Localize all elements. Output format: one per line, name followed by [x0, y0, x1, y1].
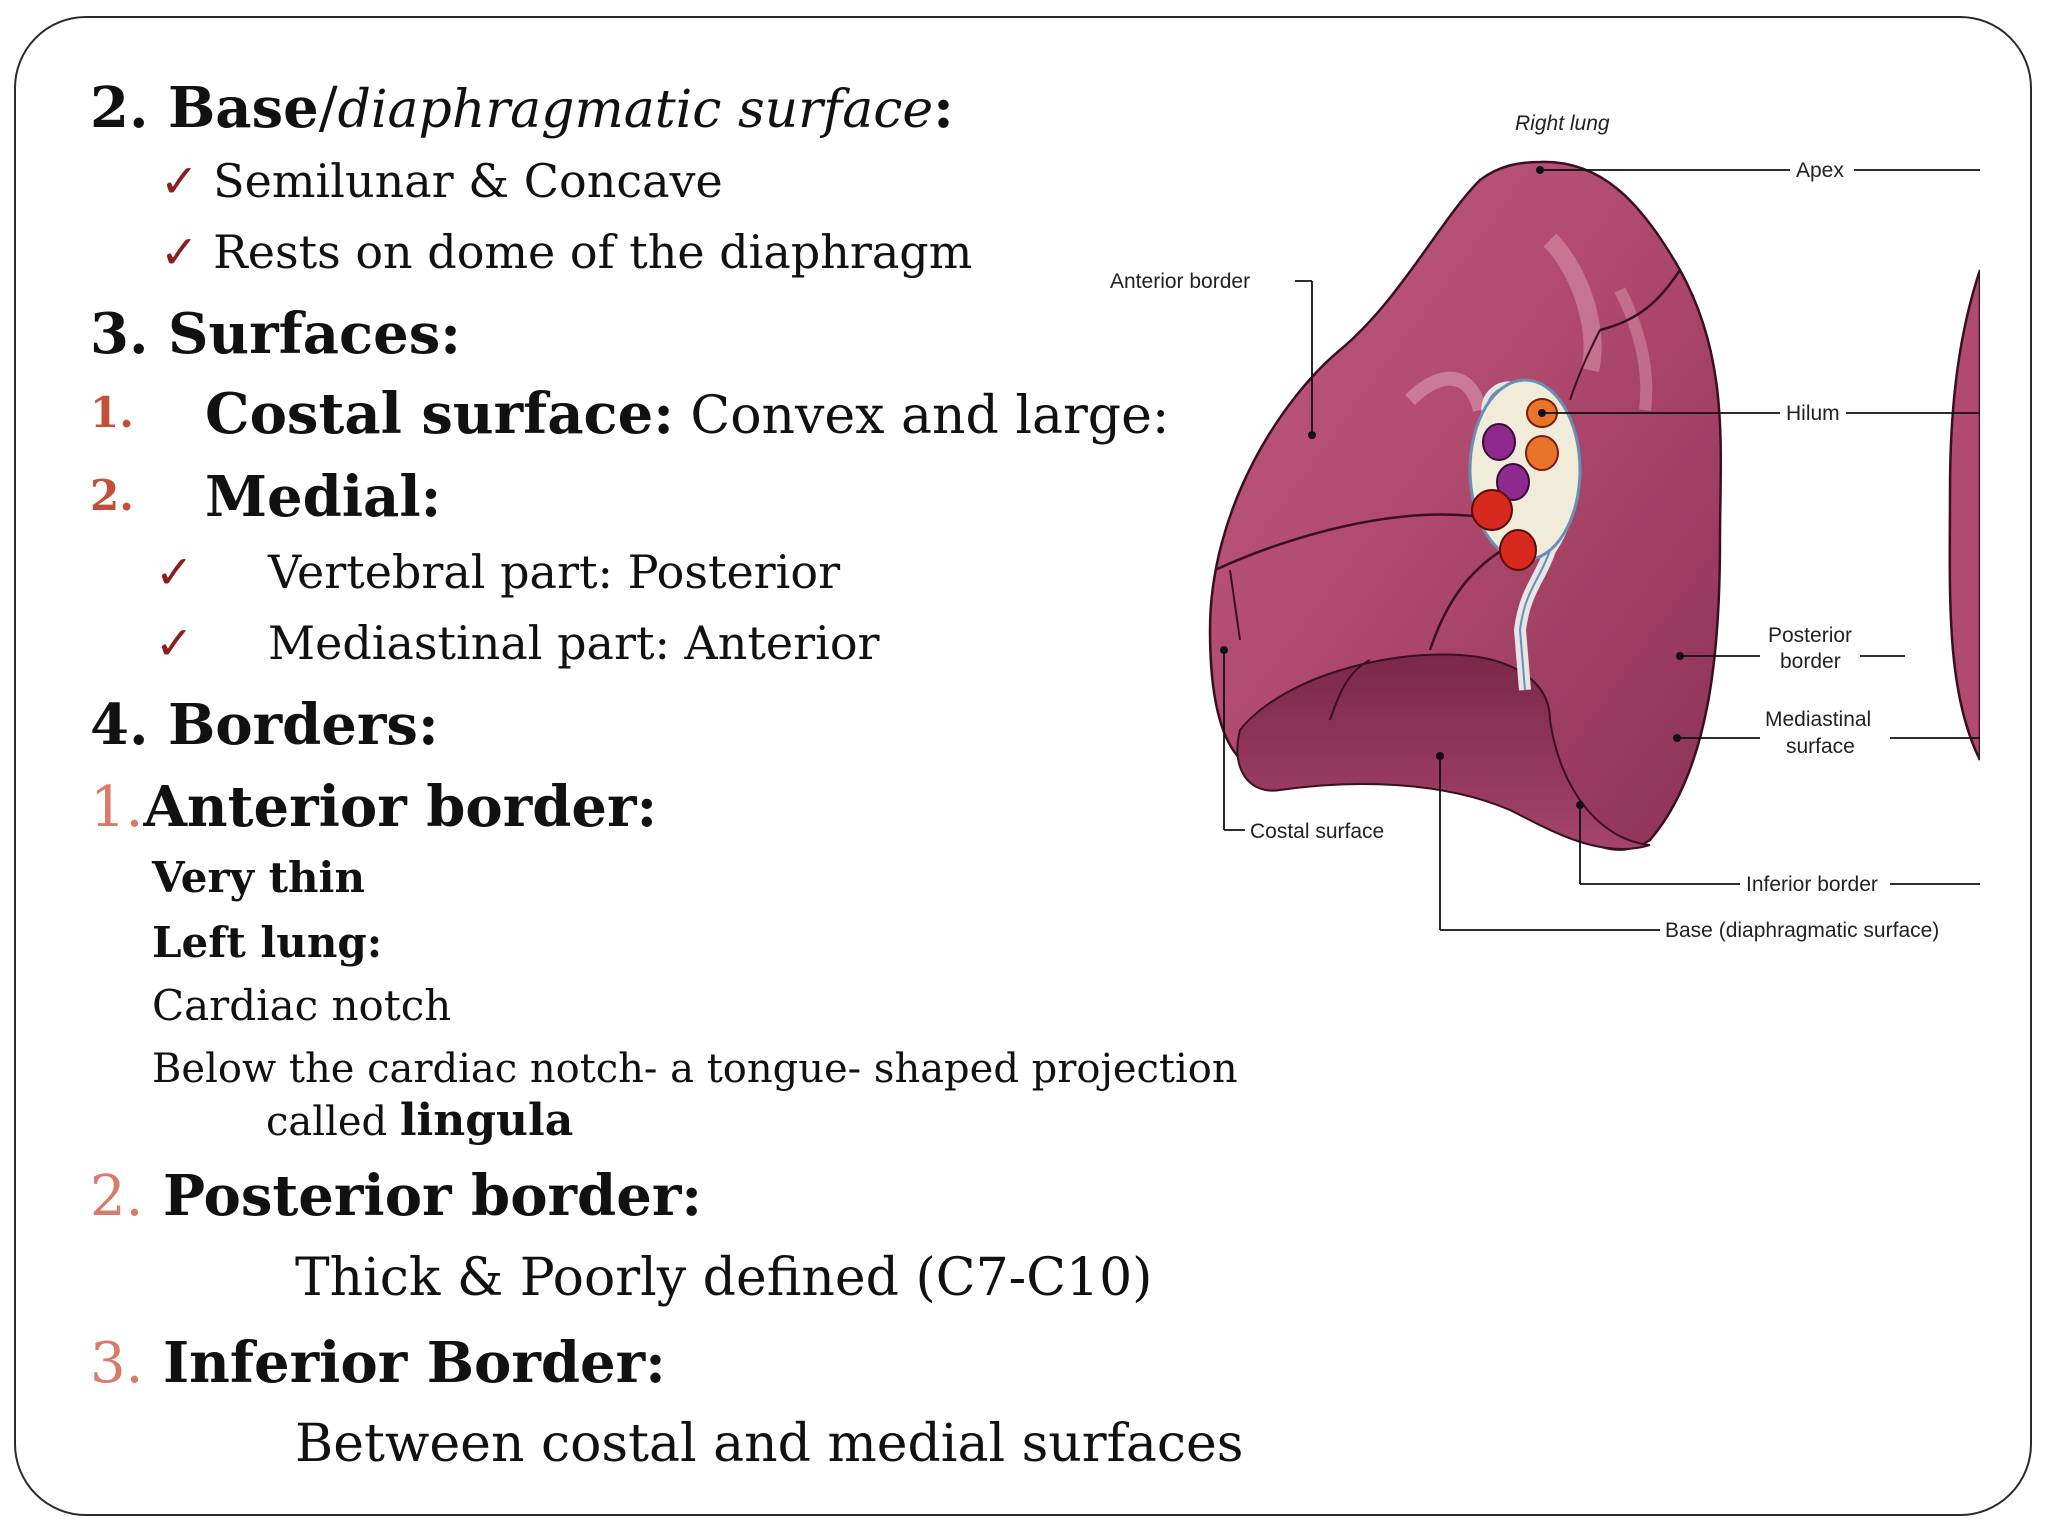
oblique-fissure — [1214, 513, 1501, 572]
posterior-border-text: Thick & Poorly defined (C7-C10) — [295, 1248, 1153, 1308]
vein-icon — [1496, 463, 1530, 501]
label-costal-surface: Costal surface — [1250, 820, 1384, 843]
artery-icon — [1499, 529, 1537, 571]
medial-heading: Medial: — [205, 464, 442, 530]
label-base: Base (diaphragmatic surface) — [1665, 919, 1939, 942]
label-mediastinal-2: surface — [1786, 735, 1855, 758]
label-anterior-border: Anterior border — [1110, 270, 1250, 293]
diagram-title: Right lung — [1515, 112, 1610, 135]
medial-number: 2. — [90, 471, 134, 520]
inferior-border-heading: 3. Inferior Border: — [90, 1330, 666, 1396]
left-lung-partial — [1948, 269, 1980, 761]
base-bullet-2: ✓ Rests on dome of the diaphragm — [160, 225, 973, 279]
costal-surface-line: Costal surface: Convex and large: — [205, 381, 1170, 447]
artery-icon — [1471, 489, 1513, 531]
very-thin: Very thin — [152, 853, 366, 902]
medial-check-2: ✓ — [155, 620, 194, 666]
hilum-structures — [1468, 378, 1582, 691]
left-lung: Left lung: — [152, 918, 383, 967]
vertebral-part: Vertebral part: Posterior — [268, 545, 841, 599]
check-icon: ✓ — [160, 154, 199, 208]
anterior-border-heading: 1.Anterior border: — [90, 774, 658, 840]
check-icon: ✓ — [155, 545, 194, 599]
called-lingula: called lingula — [266, 1095, 574, 1146]
mediastinal-part: Mediastinal part: Anterior — [268, 616, 880, 670]
cardiac-notch: Cardiac notch — [152, 981, 452, 1030]
base-bullet-1: ✓ Semilunar & Concave — [160, 154, 723, 208]
label-posterior-border-2: border — [1780, 650, 1841, 673]
right-lung-diagram: Right lung Apex Anterior border Hilum Po… — [1110, 112, 1980, 942]
slide-frame — [14, 16, 2032, 1516]
below-cardiac-notch: Below the cardiac notch- a tongue- shape… — [152, 1046, 1238, 1092]
vein-icon — [1482, 423, 1516, 461]
borders-heading: 4. Borders: — [90, 692, 439, 758]
check-icon: ✓ — [160, 225, 199, 279]
label-mediastinal-1: Mediastinal — [1765, 708, 1871, 731]
inferior-border-text: Between costal and medial surfaces — [295, 1414, 1244, 1474]
base-heading: 2. Base/diaphragmatic surface: — [90, 75, 954, 141]
bronchus-icon — [1525, 435, 1559, 471]
medial-check-1: ✓ — [155, 549, 194, 595]
label-apex: Apex — [1796, 159, 1844, 182]
lung-base — [1236, 653, 1651, 850]
costal-number: 1. — [90, 388, 134, 437]
label-inferior-border: Inferior border — [1746, 873, 1878, 896]
check-icon: ✓ — [155, 616, 194, 670]
label-posterior-border-1: Posterior — [1768, 624, 1852, 647]
posterior-border-heading: 2. Posterior border: — [90, 1163, 703, 1229]
label-hilum: Hilum — [1786, 402, 1840, 425]
surfaces-heading: 3. Surfaces: — [90, 301, 461, 367]
